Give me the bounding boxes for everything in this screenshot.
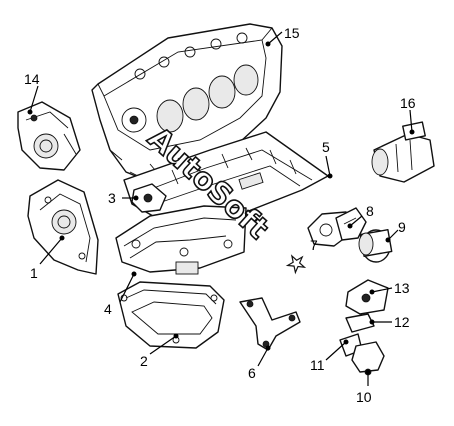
callout-6: 6 xyxy=(248,365,256,381)
mount-plate xyxy=(345,313,375,333)
leader-13 xyxy=(371,287,393,293)
callout-4: 4 xyxy=(104,301,112,317)
callout-15: 15 xyxy=(284,25,300,41)
callout-13: 13 xyxy=(394,280,410,296)
callout-1: 1 xyxy=(30,265,38,281)
callout-labels: 14 15 16 5 3 7 8 9 1 4 2 6 13 12 11 10 xyxy=(24,25,416,405)
sensor-component xyxy=(131,183,167,213)
leader-16 xyxy=(409,109,413,133)
water-pump xyxy=(17,101,81,171)
leader-5 xyxy=(325,155,331,177)
leader-1 xyxy=(39,237,63,265)
oil-pan-lower xyxy=(117,281,225,349)
timing-cover xyxy=(27,179,99,275)
oil-pan-upper xyxy=(115,205,247,275)
leader-2 xyxy=(149,335,177,355)
callout-8: 8 xyxy=(366,203,374,219)
callout-3: 3 xyxy=(108,190,116,206)
engine-mount xyxy=(345,279,389,315)
leader-15 xyxy=(267,31,283,45)
callout-9: 9 xyxy=(398,219,406,235)
mounting-bracket xyxy=(239,297,301,351)
leader-14 xyxy=(29,85,39,113)
callout-10: 10 xyxy=(356,389,372,405)
leader-4 xyxy=(119,273,135,303)
callout-7: 7 xyxy=(310,237,318,253)
leader-lines xyxy=(27,31,415,386)
oil-filter xyxy=(358,229,393,263)
leader-6 xyxy=(257,347,269,367)
starter-motor xyxy=(371,121,435,183)
leader-8 xyxy=(349,215,363,227)
callout-16: 16 xyxy=(400,95,416,111)
watermark-star: ★ xyxy=(280,248,311,280)
callout-2: 2 xyxy=(140,353,148,369)
callout-14: 14 xyxy=(24,71,40,87)
callout-12: 12 xyxy=(394,314,410,330)
leader-11 xyxy=(325,341,347,361)
callout-5: 5 xyxy=(322,139,330,155)
callout-11: 11 xyxy=(310,357,325,373)
